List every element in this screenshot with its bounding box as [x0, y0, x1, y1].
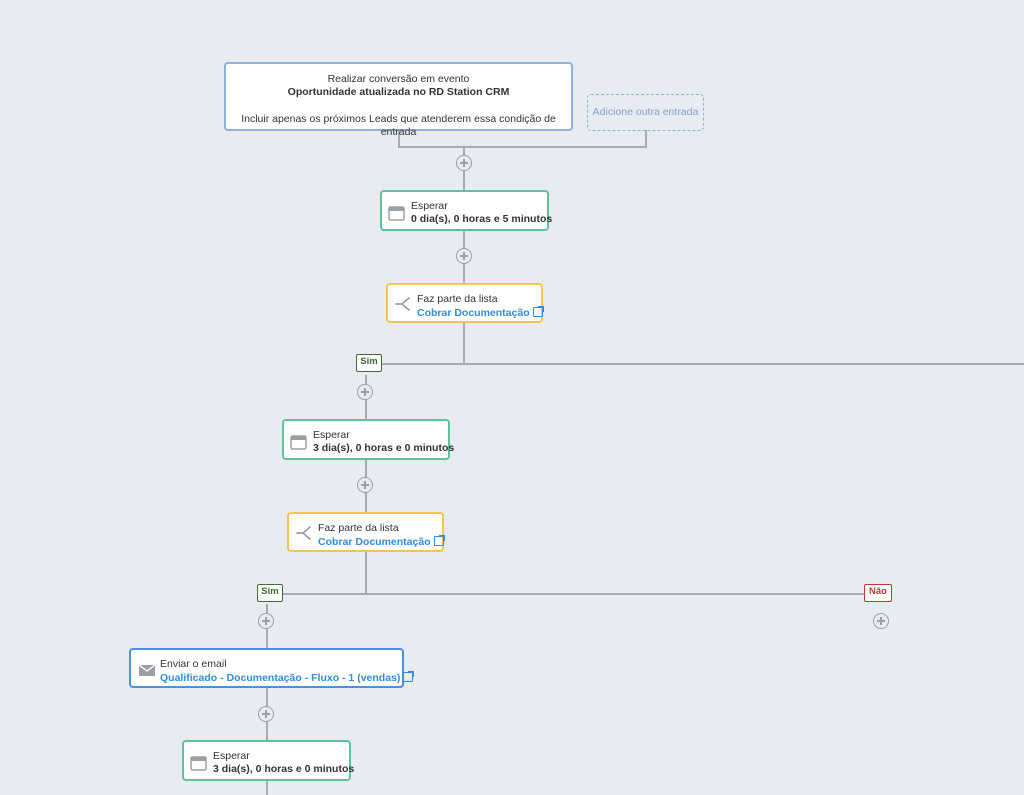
wait-step-duration: 0 dia(s), 0 horas e 5 minutos	[411, 213, 553, 225]
entry-trigger-card[interactable]: Realizar conversão em evento Oportunidad…	[224, 62, 573, 138]
condition-list-link[interactable]: Cobrar Documentação	[417, 306, 544, 320]
entry-trigger-event: Oportunidade atualizada no RD Station CR…	[287, 86, 510, 98]
connector	[398, 146, 647, 148]
branch-yes-badge: Sim	[257, 584, 283, 602]
calendar-icon	[290, 435, 307, 450]
wait-step-card[interactable]: Esperar 3 dia(s), 0 horas e 0 minutos	[282, 419, 454, 460]
condition-list-link[interactable]: Cobrar Documentação	[318, 535, 445, 549]
branch-no-badge: Não	[864, 584, 892, 602]
email-icon	[138, 664, 156, 676]
wait-step-label: Esperar	[411, 200, 448, 212]
connector	[266, 593, 878, 595]
condition-step-card[interactable]: Faz parte da lista Cobrar Documentação	[287, 512, 445, 552]
add-step-plus-icon[interactable]	[456, 155, 472, 171]
branch-yes-badge: Sim	[356, 354, 382, 372]
wait-step-card[interactable]: Esperar 3 dia(s), 0 horas e 0 minutos	[182, 740, 355, 781]
email-step-card[interactable]: Enviar o email Qualificado - Documentaçã…	[129, 648, 415, 688]
calendar-icon	[190, 756, 207, 771]
connector	[463, 322, 465, 365]
connector	[398, 130, 400, 148]
email-template-name: Qualificado - Documentação - Fluxo - 1 (…	[160, 672, 401, 684]
add-step-plus-icon[interactable]	[357, 384, 373, 400]
add-step-plus-icon[interactable]	[258, 706, 274, 722]
add-step-plus-icon[interactable]	[873, 613, 889, 629]
condition-list-name: Cobrar Documentação	[318, 536, 431, 548]
external-link-icon	[532, 306, 544, 317]
entry-trigger-type: Realizar conversão em evento	[327, 73, 470, 85]
entry-trigger-condition: Incluir apenas os próximos Leads que ate…	[241, 113, 556, 138]
wait-step-label: Esperar	[313, 429, 350, 441]
condition-step-card[interactable]: Faz parte da lista Cobrar Documentação	[386, 283, 544, 323]
wait-step-label: Esperar	[213, 750, 250, 762]
connector	[266, 780, 268, 795]
email-template-link[interactable]: Qualificado - Documentação - Fluxo - 1 (…	[160, 671, 415, 685]
connector	[365, 363, 1024, 365]
add-step-plus-icon[interactable]	[357, 477, 373, 493]
add-entry-button[interactable]: Adicione outra entrada	[587, 94, 704, 131]
wait-step-duration: 3 dia(s), 0 horas e 0 minutos	[213, 763, 355, 775]
branch-icon	[395, 297, 410, 311]
external-link-icon	[403, 671, 415, 682]
connector	[645, 130, 647, 148]
external-link-icon	[433, 535, 445, 546]
email-step-label: Enviar o email	[160, 658, 227, 670]
connector	[365, 551, 367, 595]
branch-icon	[296, 526, 311, 540]
wait-step-card[interactable]: Esperar 0 dia(s), 0 horas e 5 minutos	[380, 190, 553, 231]
condition-step-label: Faz parte da lista	[318, 522, 399, 534]
add-step-plus-icon[interactable]	[258, 613, 274, 629]
wait-step-duration: 3 dia(s), 0 horas e 0 minutos	[313, 442, 455, 454]
calendar-icon	[388, 206, 405, 221]
condition-step-label: Faz parte da lista	[417, 293, 498, 305]
condition-list-name: Cobrar Documentação	[417, 307, 530, 319]
add-step-plus-icon[interactable]	[456, 248, 472, 264]
